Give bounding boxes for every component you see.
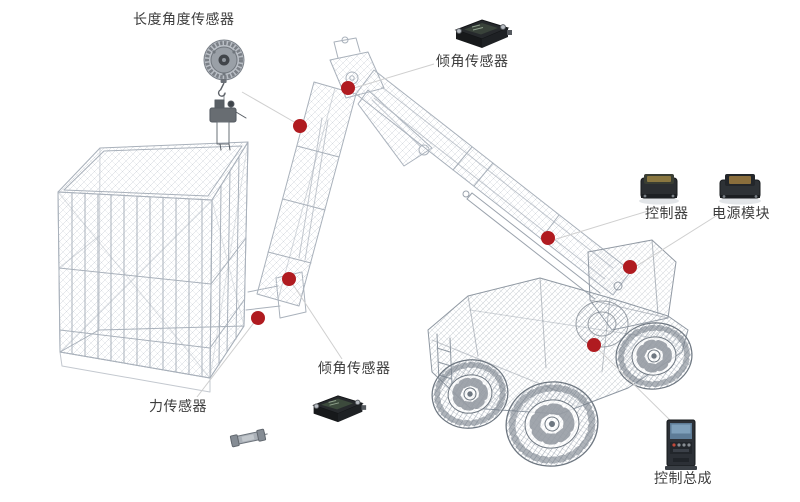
callout-label-tilt-sensor-bottom: 倾角传感器 <box>318 361 391 377</box>
lift-cylinder <box>462 190 601 300</box>
callout-label-length-angle-sensor: 长度角度传感器 <box>133 12 235 28</box>
callout-label-tilt-sensor-top: 倾角传感器 <box>436 54 509 70</box>
marker-dot-basket-link <box>251 311 265 325</box>
marker-dot-boom-mid <box>541 231 555 245</box>
marker-dot-turret <box>623 260 637 274</box>
control-assembly-image <box>665 419 697 470</box>
platform-basket <box>57 141 249 393</box>
connector-force-sensor <box>196 319 257 398</box>
marker-dot-boom-head <box>341 81 355 95</box>
callout-label-control-assembly: 控制总成 <box>654 471 712 487</box>
connector-tilt-sensor-top <box>353 63 435 89</box>
connector-lines <box>196 63 725 428</box>
wheel-rear-left <box>505 381 599 467</box>
connector-power-module <box>634 210 725 268</box>
connector-length-angle-sensor <box>241 91 297 124</box>
connector-tilt-sensor-bottom <box>291 282 343 360</box>
force-sensor-image <box>229 428 268 448</box>
wheel-rear-right <box>615 322 693 390</box>
connector-controller <box>552 210 649 241</box>
marker-dot-jib-lower <box>282 272 296 286</box>
callout-label-force-sensor: 力传感器 <box>149 399 207 415</box>
power-module-image <box>719 174 761 205</box>
cable-reel-sensor-image <box>203 39 245 97</box>
callout-label-power-module: 电源模块 <box>712 206 770 222</box>
controller-module-image <box>639 174 679 205</box>
marker-dots <box>251 81 637 352</box>
basket-console <box>209 93 247 151</box>
jib-arm <box>256 81 357 307</box>
tilt-sensor-image-top <box>454 19 512 48</box>
connector-control-assembly <box>597 348 678 428</box>
callout-label-controller: 控制器 <box>645 206 689 222</box>
wheel-front-left <box>431 359 509 429</box>
marker-dot-jib <box>293 119 307 133</box>
tilt-sensor-image-bottom <box>312 395 367 423</box>
marker-dot-chassis <box>587 338 601 352</box>
